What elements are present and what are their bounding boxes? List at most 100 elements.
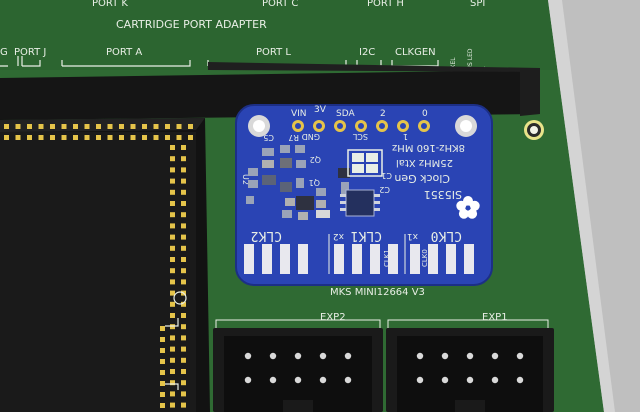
port-k-label: PORT K bbox=[92, 0, 128, 9]
gold-pin bbox=[73, 135, 78, 140]
range-spec: 8KHz-160 MHz bbox=[392, 142, 465, 153]
port-g-label: G bbox=[0, 47, 8, 58]
clk2-label: CLK2 bbox=[251, 228, 282, 243]
output-pad bbox=[370, 244, 380, 274]
gold-pin bbox=[50, 135, 55, 140]
header-pin-hole bbox=[400, 123, 406, 129]
gold-pin bbox=[160, 392, 165, 397]
clk1-label: CLK1 bbox=[351, 228, 382, 243]
gold-pin bbox=[170, 234, 175, 240]
spi-label: SPI bbox=[470, 0, 485, 9]
output-pad bbox=[280, 244, 290, 274]
q1-label: Q1 bbox=[309, 178, 320, 187]
gold-pin bbox=[170, 402, 175, 408]
gold-pin bbox=[188, 124, 193, 129]
gold-pin bbox=[27, 135, 32, 140]
gold-pin bbox=[181, 178, 186, 184]
gold-pin bbox=[130, 135, 136, 140]
gold-pin bbox=[170, 201, 175, 206]
gold-pin bbox=[170, 346, 175, 352]
gold-pin bbox=[170, 212, 175, 218]
gold-pin bbox=[15, 135, 21, 140]
pin-0-label: 0 bbox=[422, 109, 428, 119]
top-port-labels: PORT K PORT C PORT H SPI bbox=[92, 0, 485, 9]
gold-pin bbox=[181, 279, 186, 285]
exp-pin bbox=[466, 352, 474, 360]
gold-pin bbox=[181, 245, 186, 251]
clock-output-pads bbox=[244, 244, 474, 274]
gold-pin bbox=[181, 167, 186, 173]
exp-pin bbox=[244, 376, 252, 384]
gold-pin bbox=[119, 135, 124, 140]
exp-pin bbox=[466, 376, 474, 384]
output-pad bbox=[334, 244, 344, 274]
exp-pin bbox=[269, 352, 277, 360]
output-pad bbox=[388, 244, 398, 274]
clkgen-label: CLKGEN bbox=[395, 47, 436, 58]
gold-pin bbox=[170, 145, 175, 150]
gold-pin bbox=[181, 234, 186, 240]
gold-pin bbox=[160, 359, 165, 364]
clock-output-labels: CLK2 x2 CLK1 x1 CLK0 CLK1 CLK0 bbox=[251, 228, 462, 274]
gold-pin bbox=[170, 257, 175, 262]
gold-pin bbox=[170, 178, 175, 184]
gold-pin bbox=[160, 337, 165, 342]
gold-pin bbox=[181, 268, 186, 274]
gold-pin bbox=[181, 257, 186, 262]
clk0-side-label: CLK0 bbox=[421, 249, 429, 267]
gold-pin bbox=[27, 124, 32, 129]
tus-led-label: TUS LED bbox=[467, 48, 474, 75]
gold-pin bbox=[160, 370, 165, 375]
u2-label: U2 bbox=[241, 174, 250, 185]
component-labels: C5 R7 U2 Q2 Q1 C1 C2 bbox=[241, 133, 392, 194]
gold-pin bbox=[84, 124, 90, 129]
gold-pin bbox=[38, 135, 44, 140]
gold-pin bbox=[176, 135, 182, 140]
gold-pin bbox=[181, 391, 186, 397]
gold-pin bbox=[181, 301, 186, 307]
gold-pin bbox=[170, 380, 175, 386]
gold-pin bbox=[181, 380, 186, 386]
gold-pin bbox=[165, 135, 170, 140]
exp-pin bbox=[269, 376, 277, 384]
adafruit-flower-logo bbox=[456, 196, 480, 219]
output-pad bbox=[262, 244, 272, 274]
silk-circle-mark bbox=[173, 291, 187, 305]
exp-pin bbox=[441, 376, 449, 384]
gold-pin bbox=[181, 212, 186, 218]
exp2-label: EXP2 bbox=[320, 312, 346, 323]
output-pad bbox=[298, 244, 308, 274]
gold-pin bbox=[170, 290, 175, 296]
pin-3v-label: 3V bbox=[314, 105, 327, 115]
gold-pin bbox=[170, 369, 175, 374]
gold-pin bbox=[4, 124, 9, 129]
gold-pin bbox=[50, 124, 55, 129]
si5351-breakout: VIN 3V SDA 2 0 GND SCL 1 C5 R7 U2 Q2 Q1 … bbox=[235, 104, 493, 286]
gold-pin bbox=[160, 348, 165, 353]
header-pin-hole bbox=[358, 123, 364, 129]
gold-pin bbox=[107, 124, 113, 129]
gold-pin bbox=[181, 402, 186, 408]
exp1-header bbox=[386, 328, 554, 412]
crystal bbox=[347, 149, 383, 177]
r7-label: R7 bbox=[288, 133, 299, 142]
header-pin-hole bbox=[337, 123, 343, 129]
q2-label: Q2 bbox=[310, 155, 321, 164]
exp-pin bbox=[491, 352, 499, 360]
gold-pin bbox=[61, 124, 67, 129]
exp-pin bbox=[491, 376, 499, 384]
gold-pin bbox=[170, 324, 175, 330]
gold-pin bbox=[73, 124, 78, 129]
header-pin-hole bbox=[379, 123, 385, 129]
gold-pin bbox=[142, 135, 147, 140]
gold-pin bbox=[160, 403, 165, 408]
output-pad bbox=[428, 244, 438, 274]
gold-pin bbox=[170, 167, 175, 173]
exp-pin bbox=[516, 376, 524, 384]
i2c-label: I2C bbox=[359, 47, 375, 58]
pin-labels: VIN 3V SDA 2 0 GND SCL 1 bbox=[291, 105, 428, 141]
gold-pin bbox=[181, 156, 186, 162]
gold-pin bbox=[61, 135, 67, 140]
output-pad bbox=[410, 244, 420, 274]
